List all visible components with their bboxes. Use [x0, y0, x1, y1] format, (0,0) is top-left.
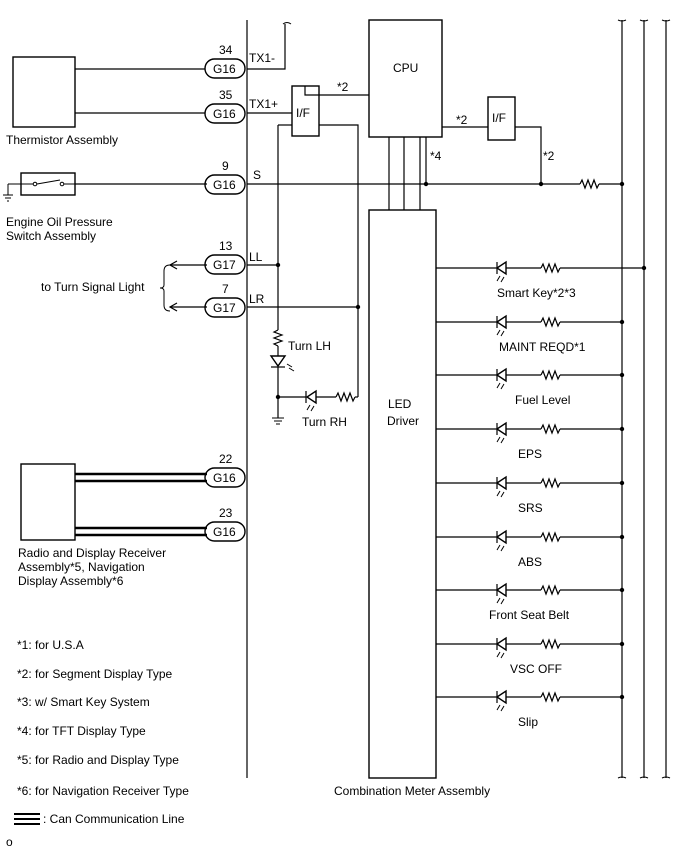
turn-signal-label: to Turn Signal Light [41, 280, 145, 294]
connector-34-pin: 34 [219, 43, 233, 57]
indicator-row: Fuel Level [436, 367, 625, 407]
turn-rh-label: Turn RH [302, 415, 347, 429]
indicator-label: Fuel Level [515, 393, 570, 407]
if-left-label: I/F [296, 106, 310, 120]
note-4: *4: for TFT Display Type [17, 724, 146, 738]
indicator-label: VSC OFF [510, 662, 562, 676]
led-driver-label-2: Driver [387, 414, 419, 428]
cpu-box [368, 19, 443, 138]
if-right-label: I/F [492, 111, 506, 125]
indicator-label: Slip [518, 715, 538, 729]
indicator-row: Slip [436, 689, 625, 729]
indicator-label: MAINT REQD*1 [499, 340, 586, 354]
radio-label-2: Assembly*5, Navigation [18, 560, 145, 574]
led-driver-box [368, 209, 437, 779]
connector-7-name: G17 [213, 301, 236, 315]
connector-9-name: G16 [213, 178, 236, 192]
marker-if-cpu: *2 [337, 80, 349, 94]
if-right-box [487, 96, 516, 141]
connector-22-pin: 22 [219, 452, 233, 466]
note-2: *2: for Segment Display Type [17, 667, 173, 681]
indicator-row: Smart Key*2*3 [436, 260, 647, 300]
indicator-row: EPS [436, 421, 625, 461]
indicator-row: SRS [436, 475, 625, 515]
turn-lh-label: Turn LH [288, 339, 331, 353]
indicator-label: Front Seat Belt [489, 608, 570, 622]
radio-box [20, 463, 76, 541]
note-5: *5: for Radio and Display Type [17, 753, 179, 767]
oil-switch-label-2: Switch Assembly [6, 229, 96, 243]
note-1: *1: for U.S.A [17, 638, 84, 652]
connector-34-signal: TX1- [249, 51, 275, 65]
radio-label-1: Radio and Display Receiver [18, 546, 166, 560]
radio-label-3: Display Assembly*6 [18, 574, 124, 588]
connector-9-pin: 9 [222, 159, 229, 173]
indicator-row: MAINT REQD*1 [436, 314, 625, 354]
indicator-row: ABS [436, 529, 625, 569]
connector-35 [204, 103, 246, 124]
connector-35-signal: TX1+ [249, 97, 278, 111]
connector-22 [204, 467, 246, 488]
thermistor-box [12, 56, 76, 128]
connector-9-signal: S [253, 168, 261, 182]
indicator-label: ABS [518, 555, 542, 569]
marker-cpu-if: *2 [456, 113, 468, 127]
indicator-row: Front Seat Belt [436, 582, 625, 622]
note-6: *6: for Navigation Receiver Type [17, 784, 189, 798]
connector-23 [204, 521, 246, 542]
cpu-label: CPU [393, 61, 418, 75]
corner-mark: o [6, 835, 13, 849]
connector-7-signal: LR [249, 292, 265, 306]
note-3: *3: w/ Smart Key System [17, 695, 150, 709]
connector-35-pin: 35 [219, 88, 233, 102]
connector-13-pin: 13 [219, 239, 233, 253]
connector-22-name: G16 [213, 471, 236, 485]
indicator-row: VSC OFF [436, 636, 625, 676]
thermistor-label: Thermistor Assembly [6, 133, 118, 147]
connector-23-name: G16 [213, 525, 236, 539]
indicator-label: EPS [518, 447, 542, 461]
marker-tft: *4 [430, 149, 442, 163]
legend-label: : Can Communication Line [43, 812, 185, 826]
indicator-label: Smart Key*2*3 [497, 286, 576, 300]
connector-23-pin: 23 [219, 506, 233, 520]
connector-7-pin: 7 [222, 282, 229, 296]
connector-35-name: G16 [213, 107, 236, 121]
connector-34-name: G16 [213, 62, 236, 76]
connector-13-name: G17 [213, 258, 236, 272]
led-driver-label-1: LED [388, 397, 412, 411]
marker-if-bus: *2 [543, 149, 555, 163]
connector-34 [204, 58, 246, 79]
connector-13-signal: LL [249, 250, 263, 264]
oil-switch-label-1: Engine Oil Pressure [6, 215, 113, 229]
meter-label: Combination Meter Assembly [334, 784, 490, 798]
indicator-label: SRS [518, 501, 543, 515]
